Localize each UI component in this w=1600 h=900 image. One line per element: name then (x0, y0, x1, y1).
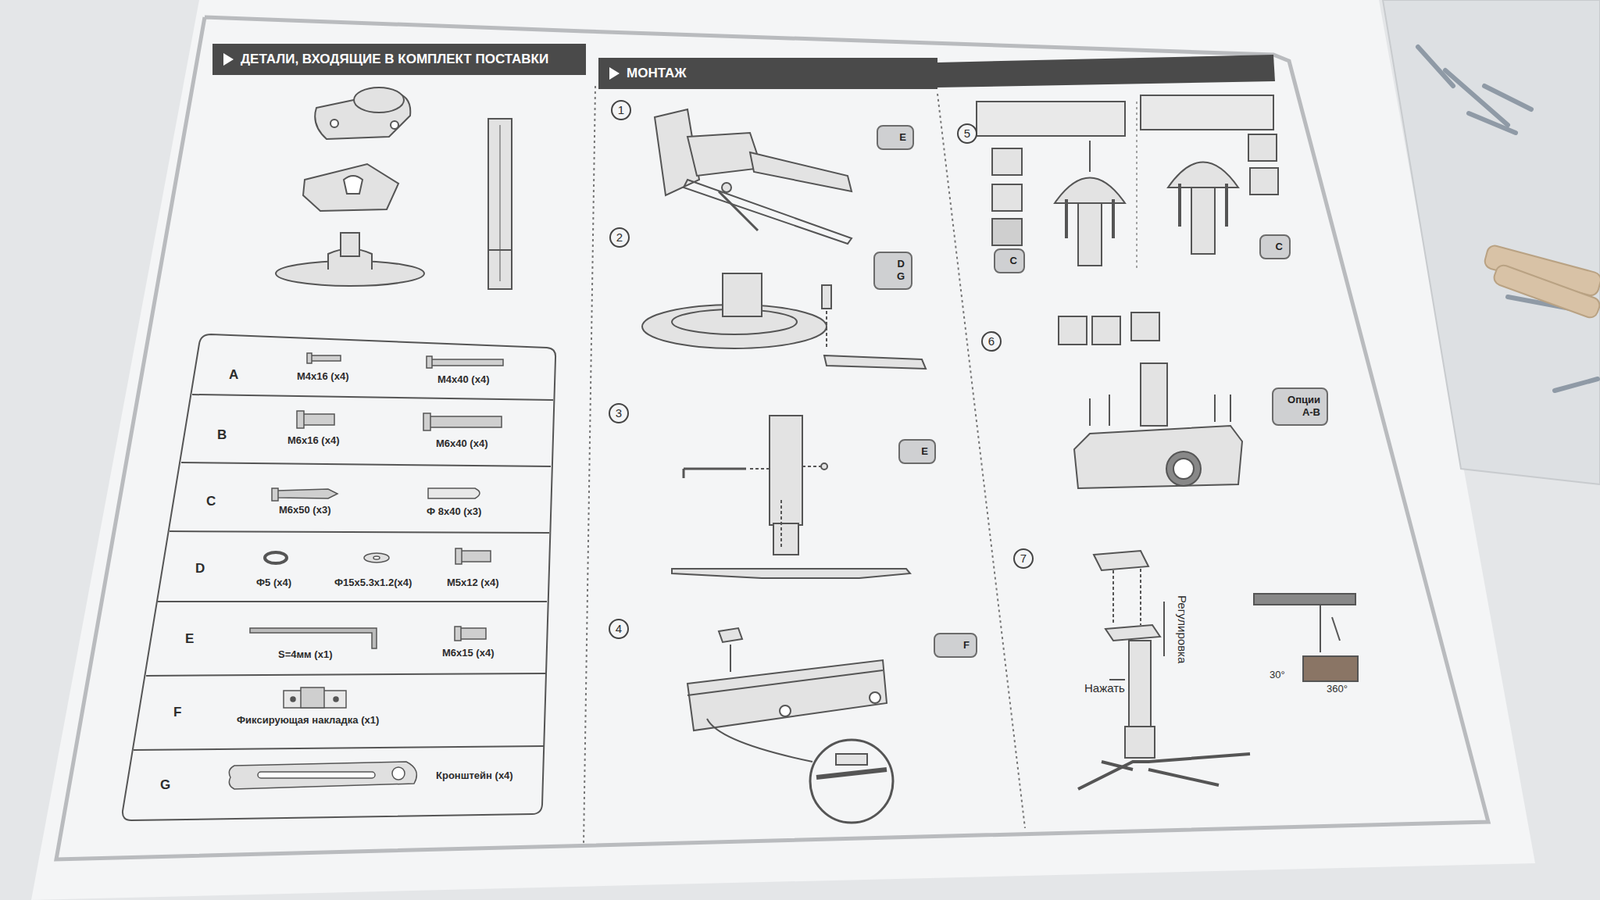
step-divider (1135, 101, 1138, 270)
page-frame (56, 17, 1489, 860)
part-letter: A-B (1279, 406, 1321, 419)
callout-number: 5 (957, 123, 978, 144)
part-spec: M6x15 (x4) (442, 646, 494, 659)
callout-number: 3 (608, 403, 629, 424)
step3-figure (671, 415, 911, 579)
part-letter: E (906, 445, 929, 458)
part-letter: Опции (1279, 393, 1321, 407)
part-letter: F (941, 639, 970, 652)
hardware-bags (1382, 0, 1600, 485)
part-letter: D (881, 257, 905, 271)
row-letter: F (173, 704, 182, 721)
part-spec: M4x40 (x4) (437, 373, 490, 386)
part-spec: Ф5 (x4) (256, 576, 292, 589)
part-letter: C (1267, 240, 1283, 254)
parts-icon: E (898, 439, 936, 465)
callout-number: 1 (610, 100, 632, 121)
callout-number: 6 (981, 331, 1002, 352)
callout-number: 7 (1013, 548, 1034, 569)
parts-icon: E (876, 125, 915, 150)
row-letter: C (206, 493, 216, 510)
part-letter: G (881, 270, 905, 283)
row-letter: A (228, 367, 239, 383)
part-spec: M4x16 (x4) (296, 370, 349, 383)
angle-label: 360° (1326, 682, 1348, 695)
step4-figure (687, 628, 893, 823)
part-spec: Ф15x5.3x1.2(x4) (334, 576, 412, 589)
adjust-label: Регулировка (1175, 595, 1190, 664)
part-letter: C (1001, 254, 1018, 268)
part-letter: E (884, 131, 907, 144)
part-spec: S=4мм (x1) (278, 648, 333, 661)
parts-table (122, 334, 556, 821)
press-label: Нажать (1084, 681, 1125, 695)
row-letter: B (217, 427, 227, 443)
row-letter: E (185, 631, 194, 647)
column-divider (937, 93, 1025, 829)
part-spec: M6x16 (x4) (287, 434, 340, 447)
step7-figure (1078, 550, 1358, 790)
part-spec: Ф 8x40 (x3) (426, 505, 482, 518)
part-spec: Фиксирующая накладка (x1) (236, 714, 379, 726)
column-divider (583, 85, 596, 844)
part-spec: M5x12 (x4) (446, 576, 499, 589)
row-letter: D (195, 560, 205, 577)
step6-figure (1058, 312, 1243, 489)
header-text: ДЕТАЛИ, ВХОДЯЩИЕ В КОМПЛЕКТ ПОСТАВКИ (240, 51, 549, 67)
callout-number: 4 (608, 618, 629, 640)
header-text: МОНТАЖ (626, 65, 687, 81)
part-spec: M6x50 (x3) (278, 503, 331, 516)
part-spec: Кронштейн (x4) (435, 769, 514, 782)
parts-icon: F (933, 632, 978, 658)
section-header: ДЕТАЛИ, ВХОДЯЩИЕ В КОМПЛЕКТ ПОСТАВКИ (212, 43, 586, 75)
part-spec: M6x40 (x4) (435, 437, 488, 450)
step5-figure (976, 95, 1279, 266)
paper-sheet (31, 0, 1536, 900)
parts-icon: C (1259, 234, 1291, 260)
row-letter: G (160, 777, 171, 793)
section-header: МОНТАЖ (598, 57, 938, 90)
callout-number: 2 (609, 227, 630, 248)
parts-sketch (275, 87, 512, 290)
angle-label: 30° (1269, 668, 1286, 681)
parts-icon: C (993, 248, 1025, 274)
header-band-right (937, 54, 1275, 88)
step1-figure (654, 109, 852, 244)
parts-icon: ОпцииA-B (1271, 387, 1329, 426)
hardware-icons (228, 353, 504, 790)
parts-icon: DG (873, 251, 913, 290)
